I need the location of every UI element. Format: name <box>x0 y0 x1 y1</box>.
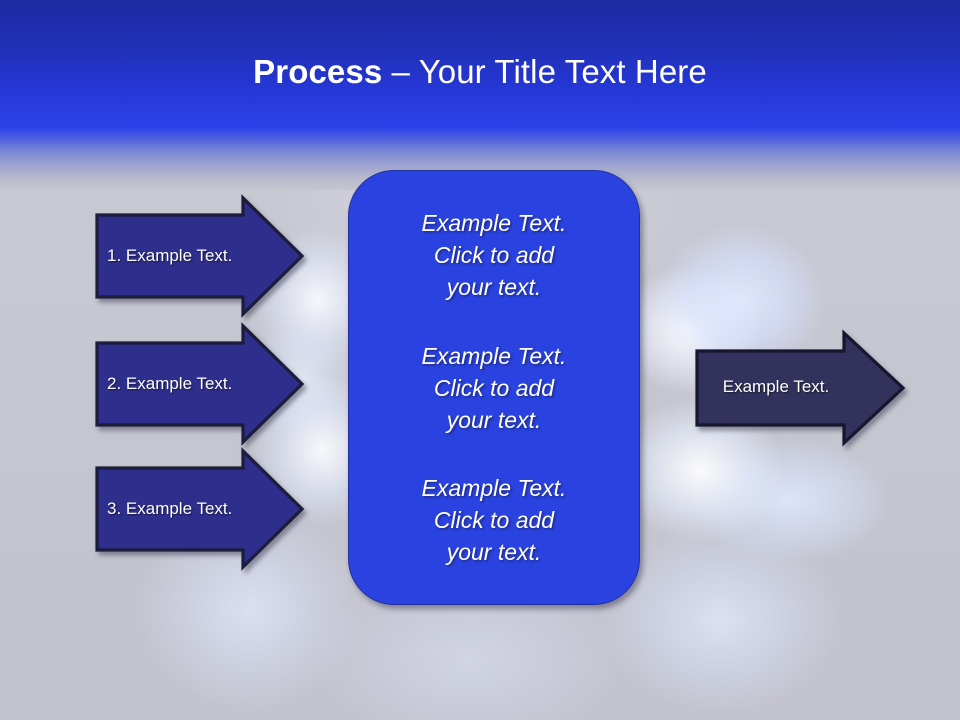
center-process-panel[interactable] <box>348 170 640 605</box>
input-arrow-2[interactable]: 2. Example Text. <box>95 322 307 446</box>
input-arrow-3[interactable]: 3. Example Text. <box>95 447 307 571</box>
input-arrow-1-shape[interactable] <box>95 194 305 318</box>
input-arrow-1[interactable]: 1. Example Text. <box>95 194 307 318</box>
input-arrow-3-shape[interactable] <box>95 447 305 571</box>
output-arrow[interactable]: Example Text. <box>694 329 908 448</box>
page-title-emphasis: Process <box>253 53 383 90</box>
page-title-rest: Your Title Text Here <box>418 53 707 90</box>
page-title: Process – Your Title Text Here <box>0 50 960 94</box>
output-arrow-shape[interactable] <box>695 329 906 447</box>
title-banner <box>0 0 960 190</box>
input-arrow-2-shape[interactable] <box>95 322 305 446</box>
page-title-separator: – <box>382 53 419 90</box>
